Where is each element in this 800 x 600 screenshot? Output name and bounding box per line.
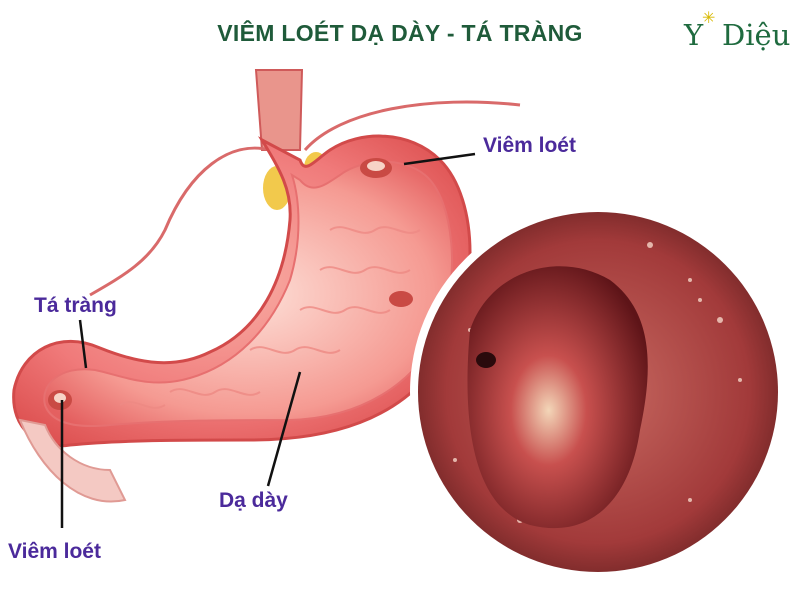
- page-title: VIÊM LOÉT DẠ DÀY - TÁ TRÀNG: [217, 20, 583, 46]
- esophagus: [254, 69, 304, 151]
- stomach-lumen: [43, 160, 453, 427]
- pointer-lines: [60, 152, 476, 528]
- vessel-left: [89, 146, 271, 297]
- pointer-duodenum: [78, 319, 88, 369]
- label-stomach: Dạ dày: [219, 489, 288, 512]
- duodenum-tube: [18, 418, 127, 503]
- ulcer-spot-duodenum-core: [54, 393, 66, 403]
- logo-letter-y: Y: [684, 18, 704, 52]
- ulcer-spot-middle: [389, 291, 413, 307]
- vessel-top: [303, 100, 521, 151]
- ulcer-spot-top-core: [367, 161, 385, 171]
- ulcer-crater: [476, 352, 496, 368]
- y-dieu-logo: Y ✳ Diệu: [684, 8, 796, 58]
- logo-word: Diệu: [722, 18, 791, 52]
- logo-star-icon: ✳: [702, 8, 716, 27]
- pointer-ulcer-top: [403, 152, 476, 166]
- label-duodenum: Tá tràng: [34, 294, 117, 317]
- ulcer-mass: [467, 266, 648, 529]
- gastric-rugae: [119, 226, 421, 409]
- label-ulcer-top: Viêm loét: [483, 134, 576, 157]
- pointer-stomach: [266, 371, 302, 487]
- label-ulcer-bottom: Viêm loét: [8, 540, 101, 563]
